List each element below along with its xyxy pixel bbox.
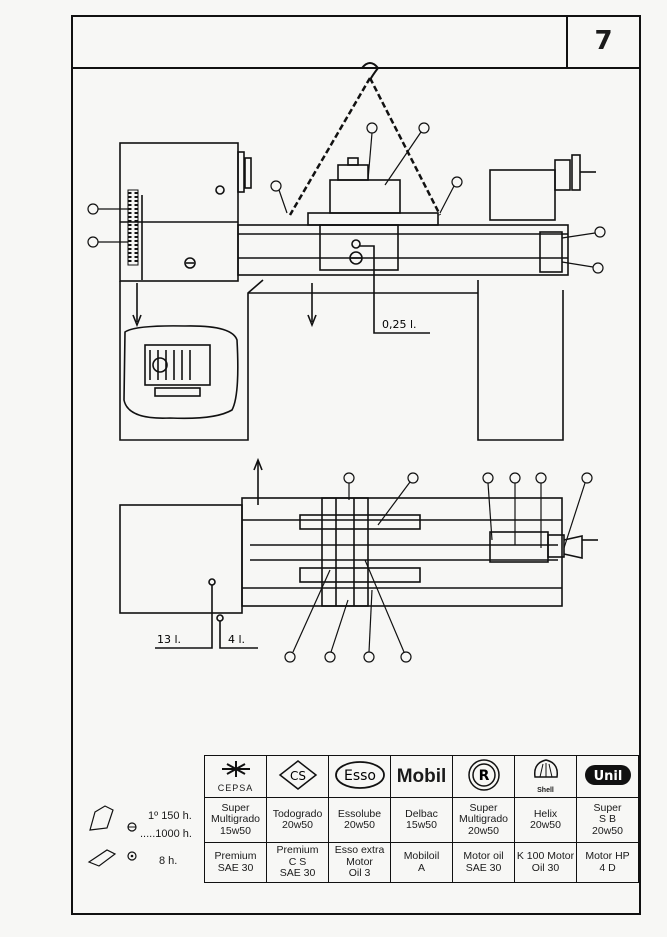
esso-logo-icon: Esso — [334, 760, 385, 789]
brand-r: R — [452, 755, 515, 798]
lubrication-icons — [87, 805, 117, 867]
svg-text:Esso: Esso — [344, 768, 376, 784]
shell-logo-icon — [533, 759, 558, 778]
oil-can-icon — [89, 805, 114, 831]
page-number-box — [566, 15, 641, 67]
schedule-markers — [127, 822, 137, 861]
gearbox-oil-volume: 13 l. — [157, 633, 181, 646]
cepsa-logo-icon — [221, 761, 250, 777]
apron-oil-volume: 4 l. — [228, 633, 245, 646]
unil-logo-icon: Unil — [584, 764, 631, 785]
lathe-diagram: 0,25 l. 13 l. 4 l. — [87, 62, 606, 663]
page-frame — [71, 15, 641, 915]
interval-daily: 8 h. — [159, 855, 178, 867]
brand-mobil: Mobil — [390, 755, 453, 798]
brand-row: CEPSA CS Esso Mobil R — [204, 755, 639, 798]
svg-text:Unil: Unil — [593, 769, 622, 784]
interval-repeat: .....1000 h. — [140, 828, 192, 840]
svg-text:R: R — [478, 768, 489, 784]
brand-esso: Esso — [328, 755, 391, 798]
headstock — [119, 142, 239, 282]
carriage-oil-volume: 0,25 l. — [382, 318, 417, 331]
r-logo-icon: R — [467, 759, 500, 791]
interval-first: 1º 150 h. — [148, 810, 192, 822]
oil-gun-icon — [87, 849, 117, 867]
brand-cepsa: CEPSA — [204, 755, 267, 798]
cs-logo-icon: CS — [278, 759, 317, 790]
brand-cs: CS — [266, 755, 329, 798]
brand-unil: Unil — [576, 755, 639, 798]
header-divider — [71, 67, 641, 69]
svg-text:CS: CS — [290, 769, 306, 783]
lubricant-table: CEPSA CS Esso Mobil R — [204, 755, 639, 883]
brand-shell: Shell — [514, 755, 577, 798]
page-number: 7 — [594, 26, 613, 56]
